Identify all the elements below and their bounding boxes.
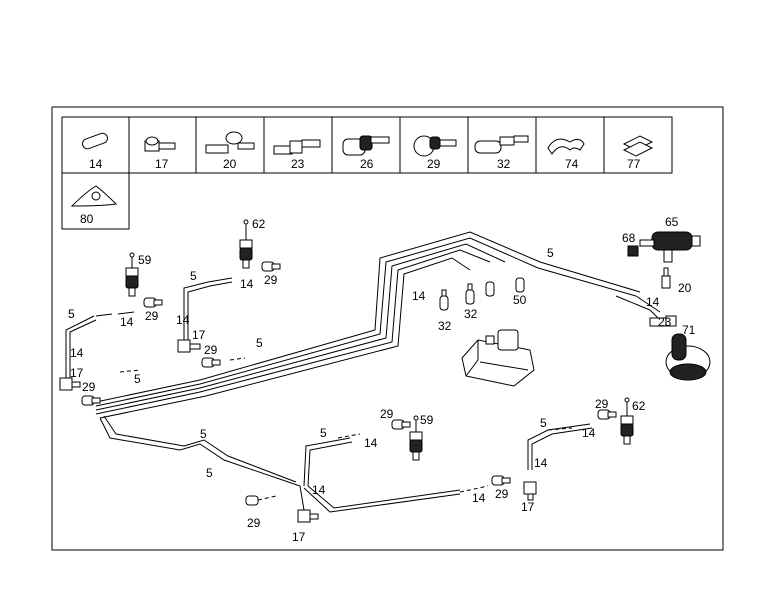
callout-59: 59 <box>138 253 152 267</box>
sensor-62-upper <box>239 219 253 269</box>
callout-14: 14 <box>646 295 660 309</box>
callout-32: 32 <box>438 319 452 333</box>
pressure-switch-65 <box>627 231 701 263</box>
fitting-29-g <box>491 475 511 486</box>
legend-label: 32 <box>497 157 511 171</box>
legend-cell-77: 77 <box>603 116 673 174</box>
callout-5: 5 <box>256 336 263 350</box>
pressure-regulator-71 <box>665 333 711 381</box>
components <box>59 219 711 523</box>
parts-legend: 14 17 20 23 26 <box>61 116 673 230</box>
legend-label: 77 <box>627 157 641 171</box>
fitting-29-e <box>391 419 411 430</box>
callout-59: 59 <box>420 413 434 427</box>
callout-23: 23 <box>658 315 672 329</box>
legend-label: 29 <box>427 157 441 171</box>
callout-5: 5 <box>206 466 213 480</box>
legend-label: 14 <box>89 157 103 171</box>
sensor-62-lower <box>620 397 634 445</box>
legend-label: 74 <box>565 157 579 171</box>
callout-14: 14 <box>534 456 548 470</box>
callout-62: 62 <box>252 217 266 231</box>
callout-29: 29 <box>204 343 218 357</box>
tee-17-b <box>59 377 81 391</box>
legend-cell-26: 26 <box>331 116 401 174</box>
callout-29: 29 <box>495 487 509 501</box>
callout-14: 14 <box>70 346 84 360</box>
hydraulic-unit <box>461 329 535 387</box>
legend-label: 23 <box>291 157 305 171</box>
callout-17: 17 <box>70 366 84 380</box>
callout-29: 29 <box>247 516 261 530</box>
callout-65: 65 <box>665 215 679 229</box>
callout-14: 14 <box>120 315 134 329</box>
legend-cell-29: 29 <box>399 116 469 174</box>
fitting-20 <box>661 267 671 289</box>
callout-29: 29 <box>380 407 394 421</box>
callout-17: 17 <box>292 530 306 544</box>
legend-cell-14: 14 <box>61 116 130 174</box>
diagram-frame <box>51 106 724 551</box>
callout-14: 14 <box>176 313 190 327</box>
callout-5: 5 <box>540 416 547 430</box>
legend-label: 20 <box>223 157 237 171</box>
sensor-59-upper <box>125 252 139 297</box>
callout-14: 14 <box>472 491 486 505</box>
callout-5: 5 <box>200 427 207 441</box>
legend-cell-80: 80 <box>61 172 130 230</box>
callout-14: 14 <box>364 436 378 450</box>
callout-5: 5 <box>547 246 554 260</box>
callout-62: 62 <box>632 399 646 413</box>
callout-71: 71 <box>682 323 696 337</box>
callout-14: 14 <box>412 289 426 303</box>
callout-68: 68 <box>622 231 636 245</box>
callout-5: 5 <box>320 426 327 440</box>
callout-5: 5 <box>190 269 197 283</box>
fitting-50 <box>485 277 525 297</box>
callout-17: 17 <box>192 328 206 342</box>
brake-lines <box>65 231 661 513</box>
legend-label: 80 <box>80 212 94 226</box>
fitting-29-f <box>597 409 617 420</box>
callout-5: 5 <box>68 307 75 321</box>
callout-29: 29 <box>264 273 278 287</box>
fitting-32-a <box>439 289 449 311</box>
fitting-29-c <box>201 357 221 368</box>
callout-29: 29 <box>145 309 159 323</box>
callout-29: 29 <box>82 380 96 394</box>
tee-17-a <box>177 339 201 353</box>
legend-cell-17: 17 <box>128 116 197 174</box>
callout-14: 14 <box>582 426 596 440</box>
callout-50: 50 <box>513 293 527 307</box>
tee-17-d <box>523 481 537 501</box>
sensor-59-lower <box>409 415 423 461</box>
legend-cell-74: 74 <box>535 116 605 174</box>
callout-14: 14 <box>240 277 254 291</box>
legend-cell-32: 32 <box>467 116 537 174</box>
callout-20: 20 <box>678 281 692 295</box>
callout-32: 32 <box>464 307 478 321</box>
callouts: 62 65 68 59 5 14 29 5 14 29 14 17 29 5 1… <box>68 215 696 544</box>
legend-cell-23: 23 <box>263 116 333 174</box>
callout-17: 17 <box>521 500 535 514</box>
callout-5: 5 <box>134 372 141 386</box>
callout-29: 29 <box>595 397 609 411</box>
fitting-32-b <box>465 283 475 305</box>
legend-label: 26 <box>360 157 374 171</box>
fitting-29-h <box>245 495 259 506</box>
legend-cell-20: 20 <box>195 116 265 174</box>
tee-17-c <box>297 509 319 523</box>
fitting-29-b <box>261 261 281 272</box>
fitting-29-a <box>143 297 163 308</box>
fitting-23 <box>649 315 677 327</box>
legend-label: 17 <box>155 157 169 171</box>
fitting-29-d <box>81 395 101 406</box>
callout-14: 14 <box>312 483 326 497</box>
